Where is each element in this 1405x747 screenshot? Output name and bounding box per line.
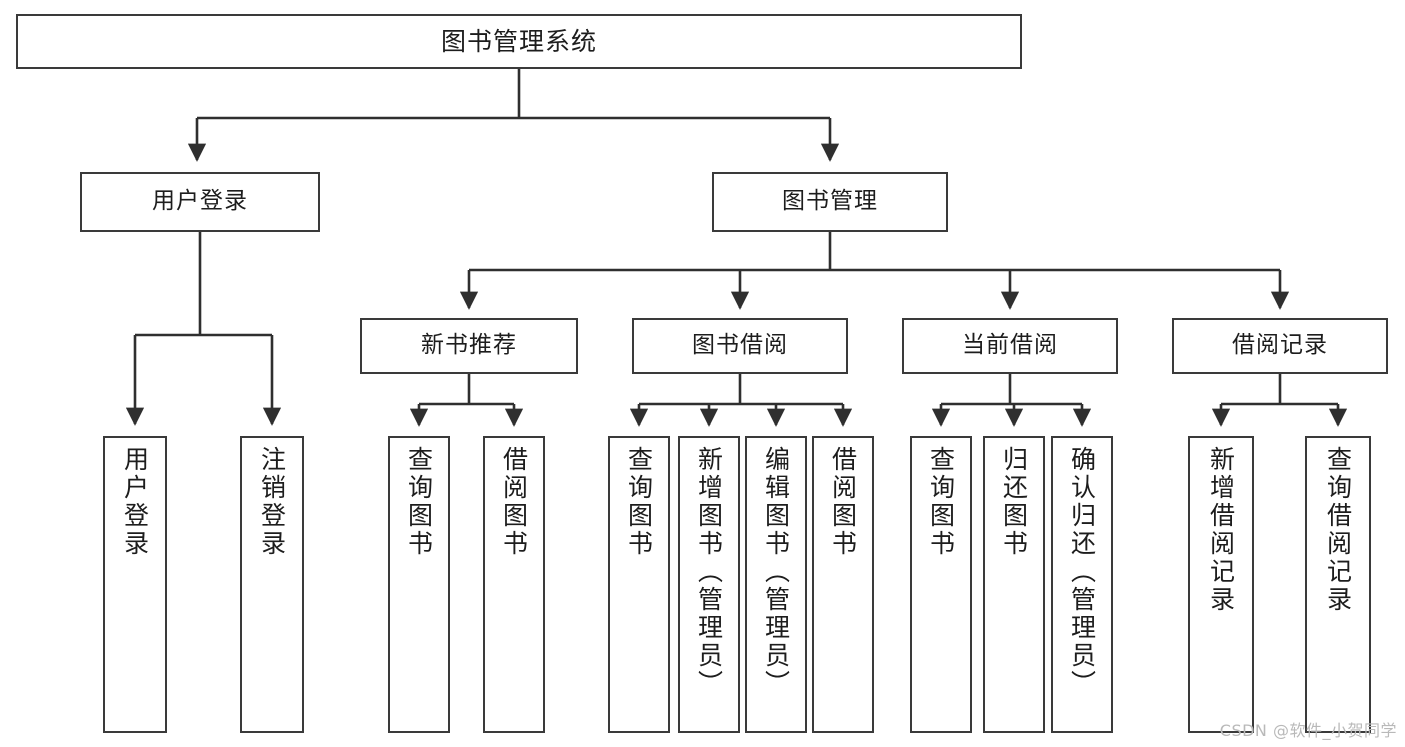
node-leaf-query-record[interactable]: 查询借阅记录 bbox=[1305, 436, 1371, 733]
watermark: CSDN @软件_小贺同学 bbox=[1219, 721, 1397, 740]
node-leaf-user-logout[interactable]: 注销登录 bbox=[240, 436, 304, 733]
node-leaf-confirm-return-label: 确认归还（管理员） bbox=[1067, 446, 1097, 698]
node-current-borrow[interactable]: 当前借阅 bbox=[902, 318, 1118, 374]
node-leaf-add-record[interactable]: 新增借阅记录 bbox=[1188, 436, 1254, 733]
node-leaf-borrow-book-1[interactable]: 借阅图书 bbox=[483, 436, 545, 733]
node-book-manage[interactable]: 图书管理 bbox=[712, 172, 948, 232]
node-new-book-rec-label: 新书推荐 bbox=[421, 332, 517, 359]
node-user-login[interactable]: 用户登录 bbox=[80, 172, 320, 232]
node-leaf-borrow-book-1-label: 借阅图书 bbox=[499, 446, 529, 558]
node-leaf-user-logout-label: 注销登录 bbox=[257, 446, 287, 558]
node-root-label: 图书管理系统 bbox=[440, 26, 597, 56]
node-user-login-label: 用户登录 bbox=[152, 188, 248, 215]
node-new-book-rec[interactable]: 新书推荐 bbox=[360, 318, 578, 374]
node-leaf-borrow-book-2-label: 借阅图书 bbox=[828, 446, 858, 558]
node-borrow-record[interactable]: 借阅记录 bbox=[1172, 318, 1388, 374]
node-leaf-query-book-3-label: 查询图书 bbox=[926, 446, 956, 558]
node-book-borrow[interactable]: 图书借阅 bbox=[632, 318, 848, 374]
node-leaf-add-book[interactable]: 新增图书（管理员） bbox=[678, 436, 740, 733]
node-leaf-query-book-1[interactable]: 查询图书 bbox=[388, 436, 450, 733]
node-leaf-confirm-return[interactable]: 确认归还（管理员） bbox=[1051, 436, 1113, 733]
node-current-borrow-label: 当前借阅 bbox=[962, 332, 1058, 359]
node-book-borrow-label: 图书借阅 bbox=[692, 332, 788, 359]
node-leaf-edit-book-label: 编辑图书（管理员） bbox=[761, 446, 791, 698]
node-leaf-query-book-1-label: 查询图书 bbox=[404, 446, 434, 558]
node-leaf-query-record-label: 查询借阅记录 bbox=[1323, 446, 1353, 614]
node-leaf-query-book-2-label: 查询图书 bbox=[624, 446, 654, 558]
node-root[interactable]: 图书管理系统 bbox=[16, 14, 1022, 69]
node-leaf-return-book[interactable]: 归还图书 bbox=[983, 436, 1045, 733]
node-leaf-borrow-book-2[interactable]: 借阅图书 bbox=[812, 436, 874, 733]
node-leaf-add-record-label: 新增借阅记录 bbox=[1206, 446, 1236, 614]
node-leaf-query-book-3[interactable]: 查询图书 bbox=[910, 436, 972, 733]
node-leaf-edit-book[interactable]: 编辑图书（管理员） bbox=[745, 436, 807, 733]
node-leaf-user-login[interactable]: 用户登录 bbox=[103, 436, 167, 733]
node-leaf-return-book-label: 归还图书 bbox=[999, 446, 1029, 558]
node-leaf-query-book-2[interactable]: 查询图书 bbox=[608, 436, 670, 733]
node-borrow-record-label: 借阅记录 bbox=[1232, 332, 1328, 359]
node-leaf-user-login-label: 用户登录 bbox=[120, 446, 150, 558]
node-leaf-add-book-label: 新增图书（管理员） bbox=[694, 446, 724, 698]
node-book-manage-label: 图书管理 bbox=[782, 188, 878, 215]
